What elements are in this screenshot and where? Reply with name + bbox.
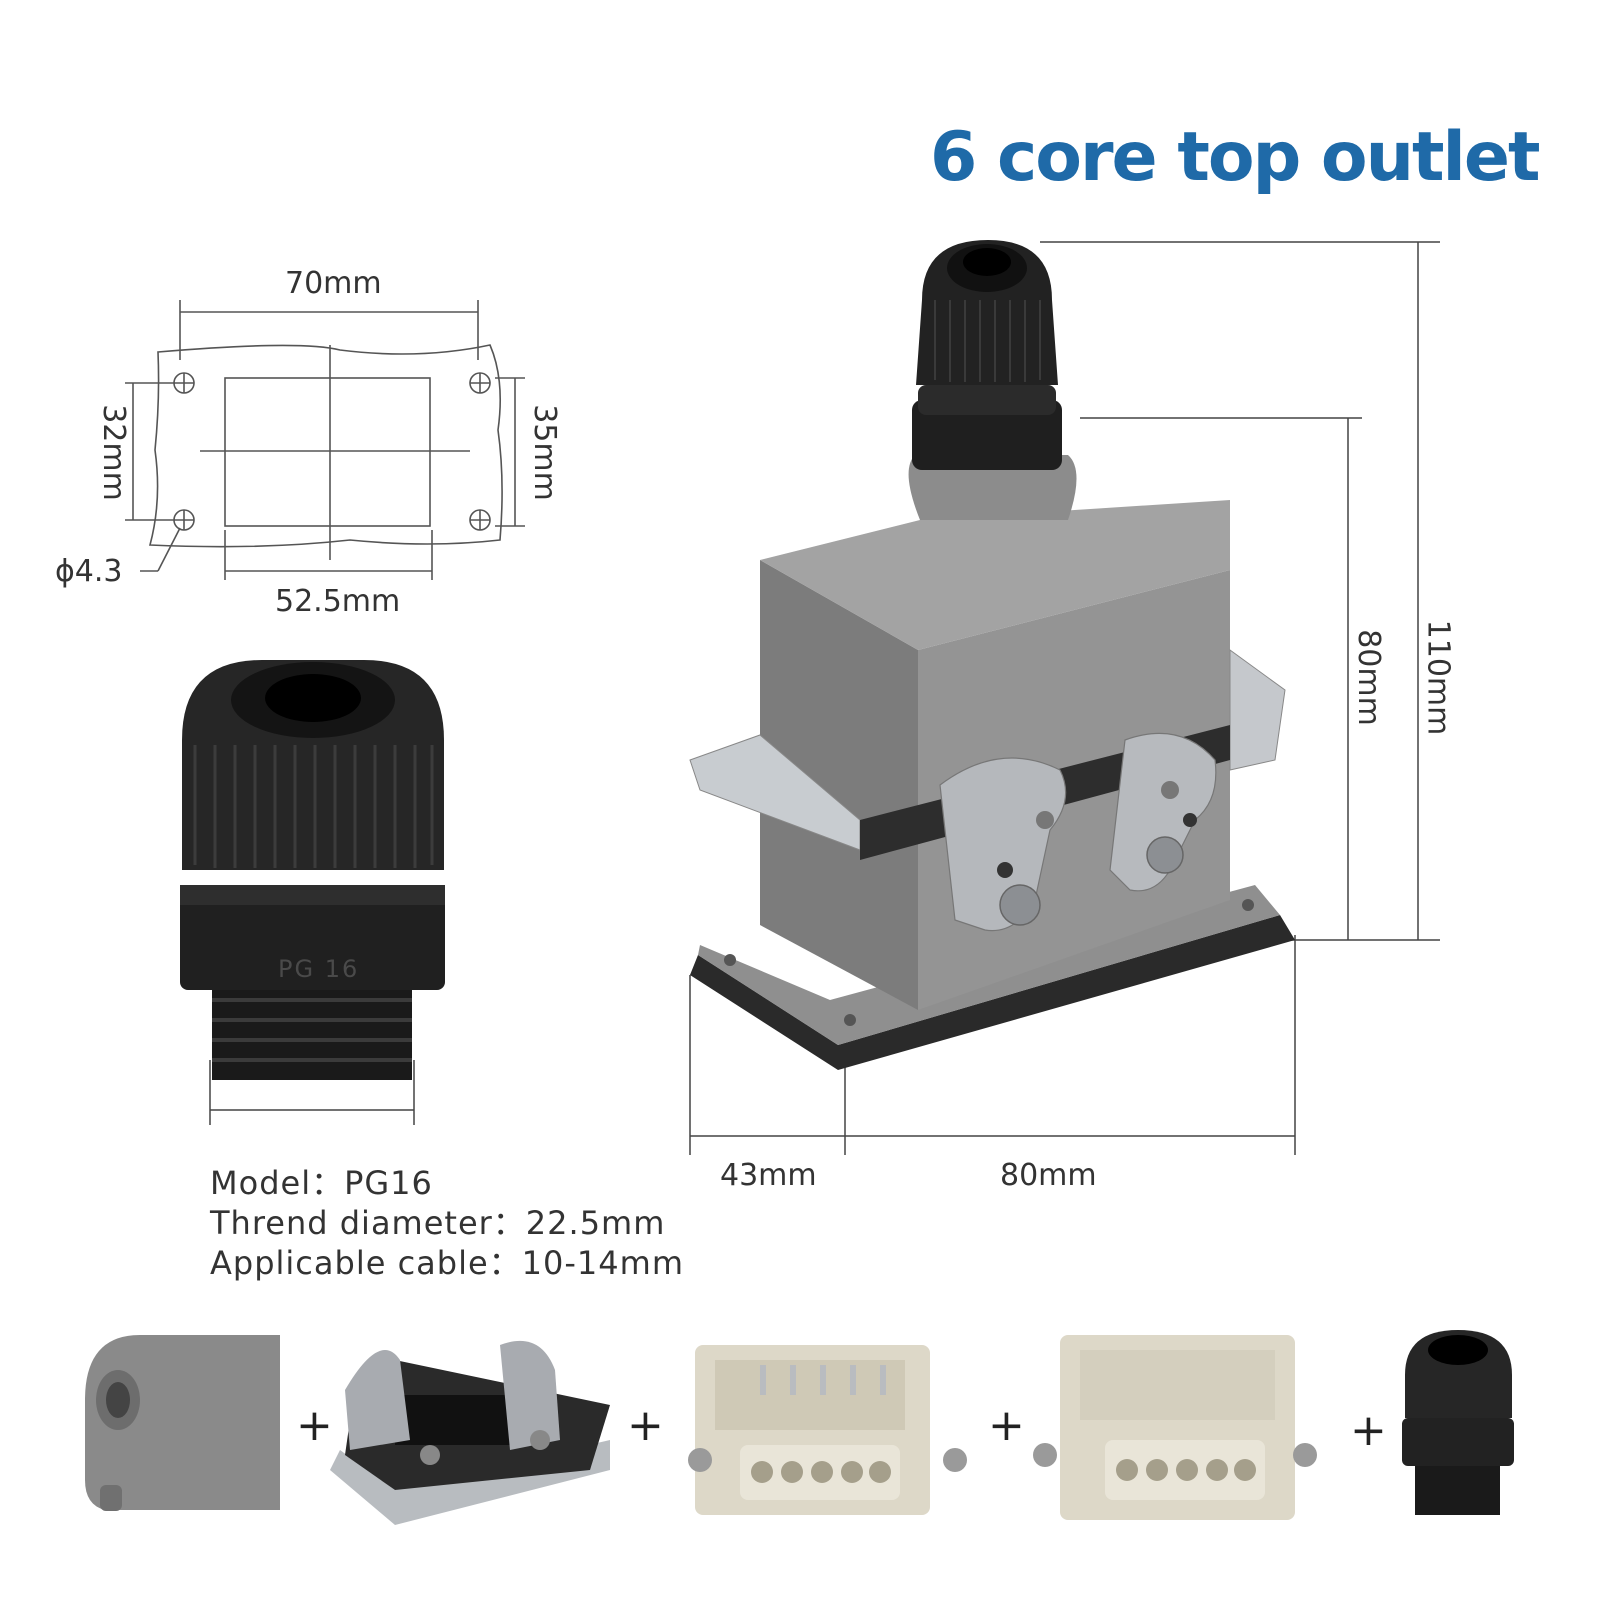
plus-sign: +	[1350, 1405, 1387, 1456]
height-total-label: 110mm	[1420, 619, 1456, 736]
mount-height-left-label: 32mm	[95, 404, 131, 501]
width-label: 80mm	[1000, 1158, 1097, 1193]
inner-width-label: 52.5mm	[275, 584, 401, 619]
pg16-gland-drawing	[180, 660, 445, 1125]
plus-sign: +	[988, 1400, 1025, 1451]
plus-sign: +	[627, 1400, 664, 1451]
hole-diameter-label: ϕ4.3	[55, 554, 123, 589]
spec-thread: Thrend diameter：22.5mm	[210, 1204, 666, 1242]
mounting-drawing	[125, 300, 525, 580]
connector-hood-drawing	[689, 240, 1440, 1155]
height-body-label: 80mm	[1350, 629, 1386, 726]
page-title: 6 core top outlet	[930, 118, 1540, 197]
component-row-drawing	[85, 1330, 1514, 1525]
spec-cable: Applicable cable：10-14mm	[210, 1244, 684, 1282]
plus-sign: +	[296, 1400, 333, 1451]
spec-model: Model：PG16	[210, 1164, 433, 1202]
mount-height-right-label: 35mm	[526, 404, 562, 501]
gland-marking: PG 16	[278, 955, 360, 983]
mount-width-label: 70mm	[285, 266, 382, 301]
depth-label: 43mm	[720, 1158, 817, 1193]
